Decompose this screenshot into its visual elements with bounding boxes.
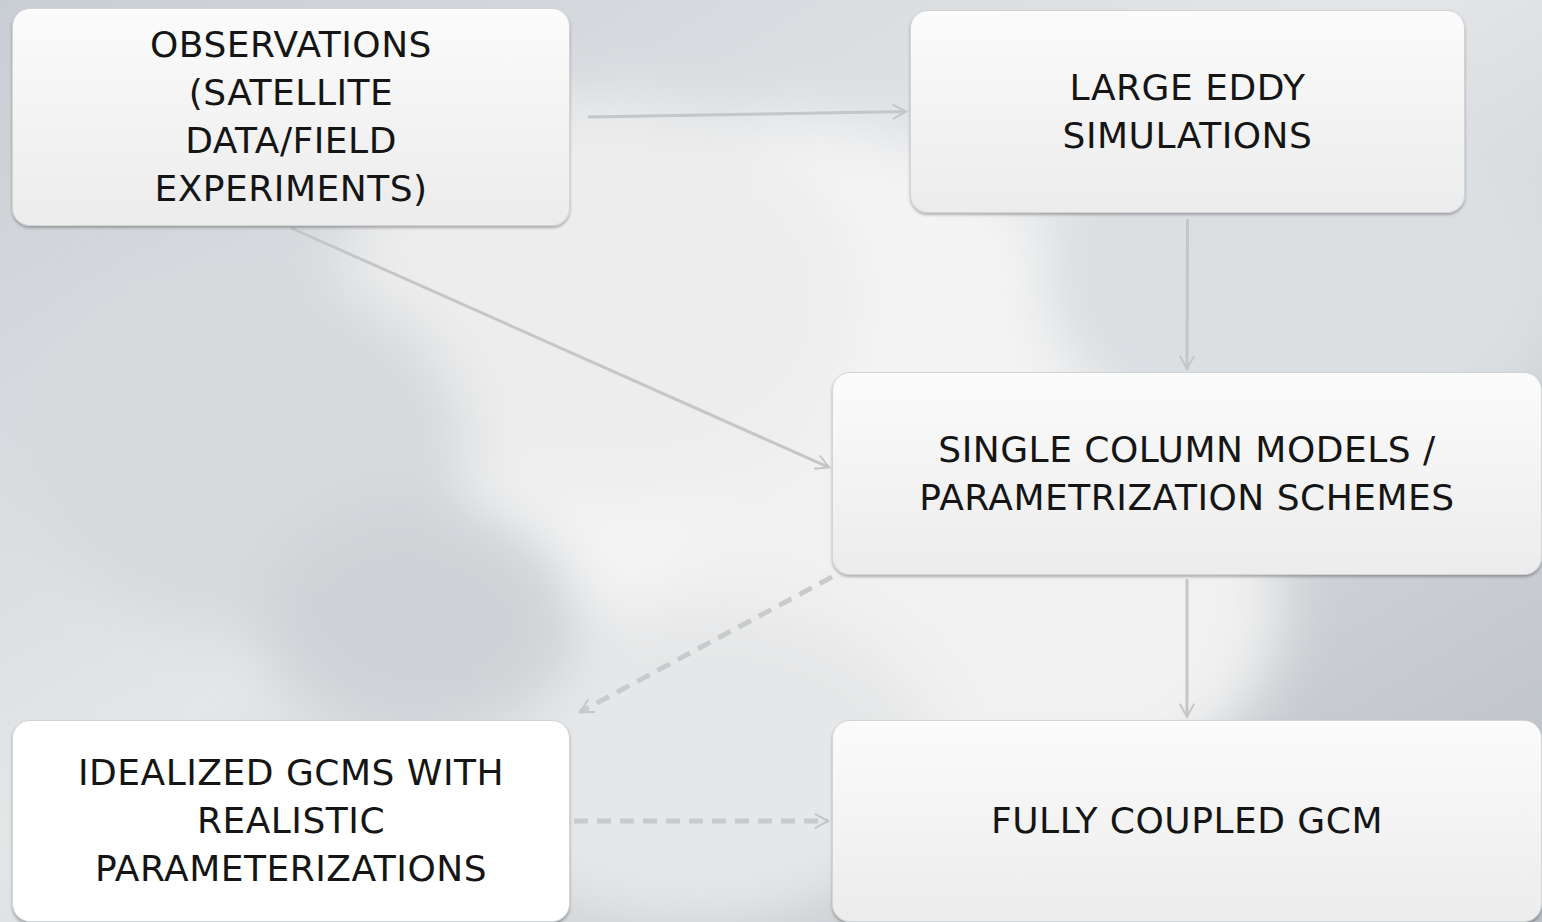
box-label: FULLY COUPLED GCM [991,797,1383,845]
process-box: FULLY COUPLED GCM [832,720,1542,922]
arrow-head [893,105,906,119]
connector [1186,579,1189,717]
dashed-connector [580,577,832,712]
arrow-head [814,455,829,468]
arrow-head [815,814,828,828]
box-label: IDEALIZED GCMS WITH REALISTIC PARAMETERI… [29,749,553,893]
process-box: LARGE EDDY SIMULATIONS [910,10,1465,213]
dashed-connector [574,819,828,824]
box-label: LARGE EDDY SIMULATIONS [948,64,1428,160]
box-label: OBSERVATIONS (SATELLITE DATA/FIELD EXPER… [101,21,481,213]
arrow-head [580,699,595,712]
arrow-head [1180,356,1194,369]
arrow-head [1180,704,1194,717]
connector [291,228,829,467]
box-label: SINGLE COLUMN MODELS / PARAMETRIZATION S… [849,426,1525,522]
process-box: OBSERVATIONS (SATELLITE DATA/FIELD EXPER… [12,8,570,226]
connector [1186,219,1190,369]
process-box: IDEALIZED GCMS WITH REALISTIC PARAMETERI… [12,720,570,922]
process-box: SINGLE COLUMN MODELS / PARAMETRIZATION S… [832,372,1542,575]
connector [588,112,906,118]
